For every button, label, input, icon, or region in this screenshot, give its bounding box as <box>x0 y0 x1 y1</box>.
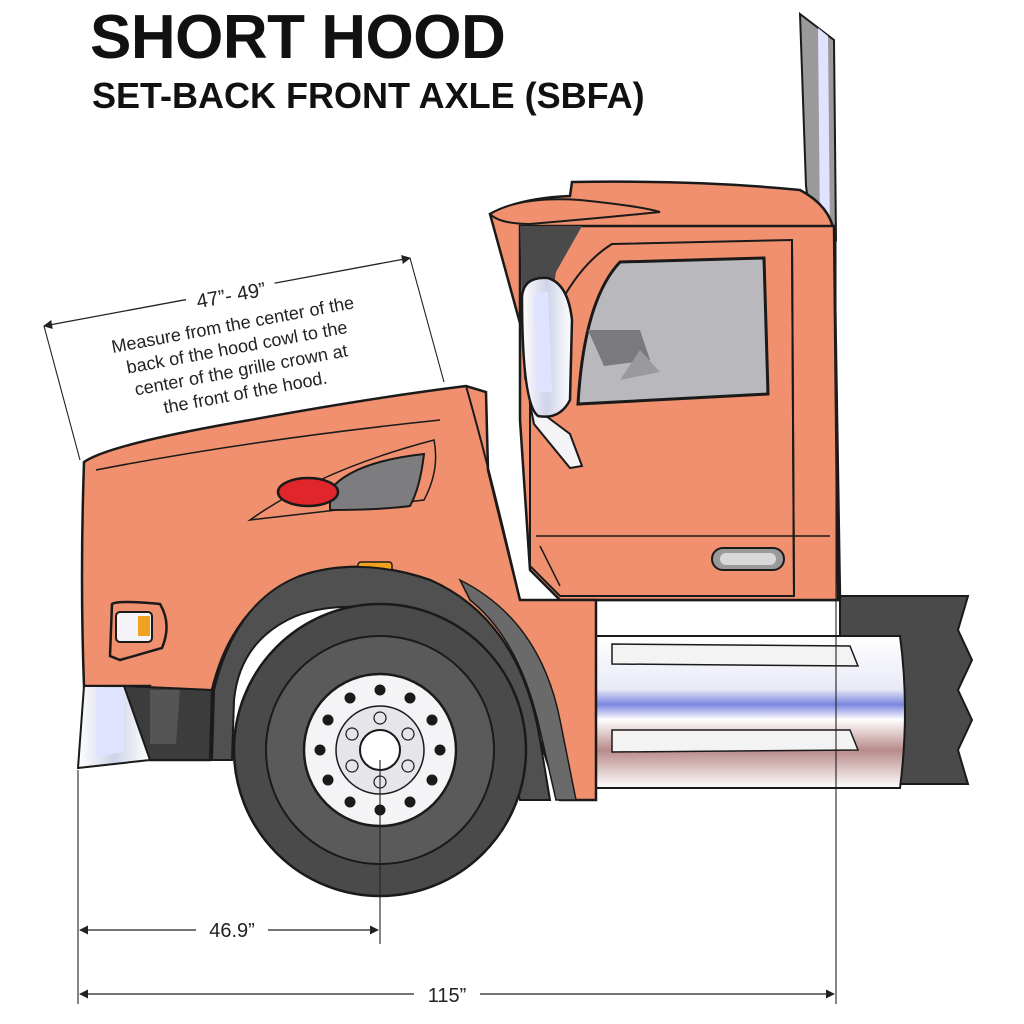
fuel-tank <box>595 635 906 789</box>
bumper-to-axle-label: 46.9” <box>209 920 255 942</box>
headlight-icon <box>108 600 168 662</box>
front-bumper <box>76 684 214 770</box>
marker-light-icon <box>276 476 340 508</box>
overall-dimension-label: 115” <box>428 985 467 1007</box>
bumper-to-axle-dimension: 46.9” <box>79 916 379 944</box>
reference-lines <box>77 226 837 1004</box>
front-tire <box>232 602 528 898</box>
cab-body <box>518 224 840 602</box>
front-fender <box>210 565 577 801</box>
overall-dimension: 115” <box>79 980 835 1008</box>
hood-vent <box>329 452 426 512</box>
page-title: SHORT HOOD <box>90 3 506 72</box>
mirror-icon <box>520 276 584 470</box>
cab-window <box>576 256 770 406</box>
exhaust-stack <box>798 11 838 242</box>
page-subtitle: SET-BACK FRONT AXLE (SBFA) <box>92 75 645 116</box>
